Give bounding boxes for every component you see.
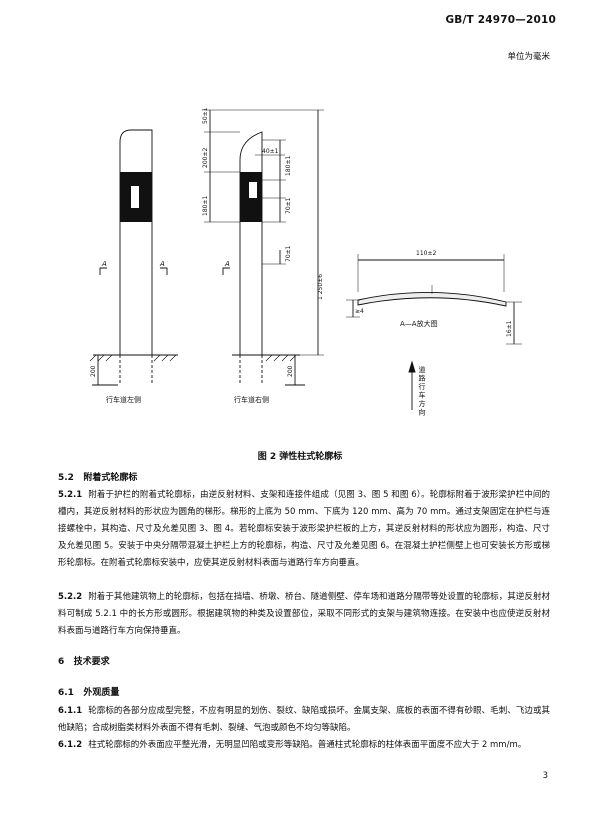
- dim-180a: 180±1: [202, 196, 209, 216]
- dim-40: 40±1: [262, 148, 279, 155]
- dim-1250: 1 250±6: [317, 274, 324, 300]
- dim-70b: 70±1: [285, 245, 292, 262]
- para-6-1-2: 6.1.2 柱式轮廓标的外表面应平整光滑，无明显凹陷或变形等缺陷。普通柱式轮廓标的…: [58, 737, 550, 754]
- dim-50: 50±1: [202, 107, 209, 124]
- para-number: 6.1.2: [58, 740, 83, 750]
- dim-110: 110±2: [416, 250, 436, 257]
- right-reflector-window: [249, 182, 257, 198]
- left-post-outline: [119, 129, 153, 355]
- section-6-1-heading: 6.1 外观质量: [58, 685, 119, 698]
- standard-number: GB/T 24970—2010: [445, 14, 556, 26]
- dim-200-right: 200: [287, 365, 294, 377]
- figure-caption: 图 2 弹性柱式轮廓标: [257, 452, 343, 462]
- section-6-heading: 6 技术要求: [58, 654, 110, 667]
- figure-2-drawing: 50±1 200±2 180±1 40±1 180±1 70±1 70±1 1 …: [89, 107, 522, 417]
- section-mark-a1: A: [101, 260, 107, 268]
- section-title: 附着式轮廓标: [83, 473, 138, 483]
- left-reflector-window: [131, 186, 139, 208]
- para-number: 6.1.1: [58, 706, 83, 716]
- detail-label: A—A放大图: [400, 319, 438, 328]
- dim-200-left: 200: [90, 365, 97, 377]
- page-number: 3: [542, 771, 548, 781]
- para-text: 附着于其他建筑物上的轮廓标，包括在挡墙、桥墩、桥台、隧道侧壁、停车场和道路分隔带…: [58, 592, 550, 636]
- section-number: 5.2: [58, 473, 74, 483]
- dim-4: ≥4: [355, 308, 364, 315]
- detail-section-profile: [357, 292, 507, 307]
- right-post-outline: [239, 131, 263, 355]
- para-number: 5.2.2: [58, 592, 83, 602]
- left-post-label: 行车道左侧: [106, 395, 141, 404]
- dim-16: 16±1: [506, 320, 513, 337]
- section-5-2-heading: 5.2 附着式轮廓标: [58, 470, 137, 483]
- dim-180b: 180±1: [285, 156, 292, 176]
- dim-70a: 70±1: [285, 197, 292, 214]
- section-title: 技术要求: [73, 657, 110, 667]
- para-text: 轮廓标的各部分应成型完整，不应有明显的划伤、裂纹、缺陷或损坏。金属支架、底板的表…: [58, 706, 550, 733]
- para-text: 附着于护栏的附着式轮廓标，由逆反射材料、支架和连接件组成（见图 3、图 5 和图…: [58, 490, 550, 568]
- units-note: 单位为毫米: [507, 52, 550, 62]
- right-post-label: 行车道右侧: [234, 395, 269, 404]
- section-mark-a3: A: [224, 260, 230, 268]
- section-number: 6.1: [58, 688, 74, 698]
- section-title: 外观质量: [83, 688, 120, 698]
- direction-label: 道路行车方向: [418, 365, 426, 417]
- section-mark-a2: A: [159, 260, 165, 268]
- para-text: 柱式轮廓标的外表面应平整光滑，无明显凹陷或变形等缺陷。普通柱式轮廓标的柱体表面平…: [88, 740, 527, 750]
- para-number: 5.2.1: [58, 490, 83, 500]
- dim-200: 200±2: [202, 148, 209, 168]
- section-number: 6: [58, 657, 65, 667]
